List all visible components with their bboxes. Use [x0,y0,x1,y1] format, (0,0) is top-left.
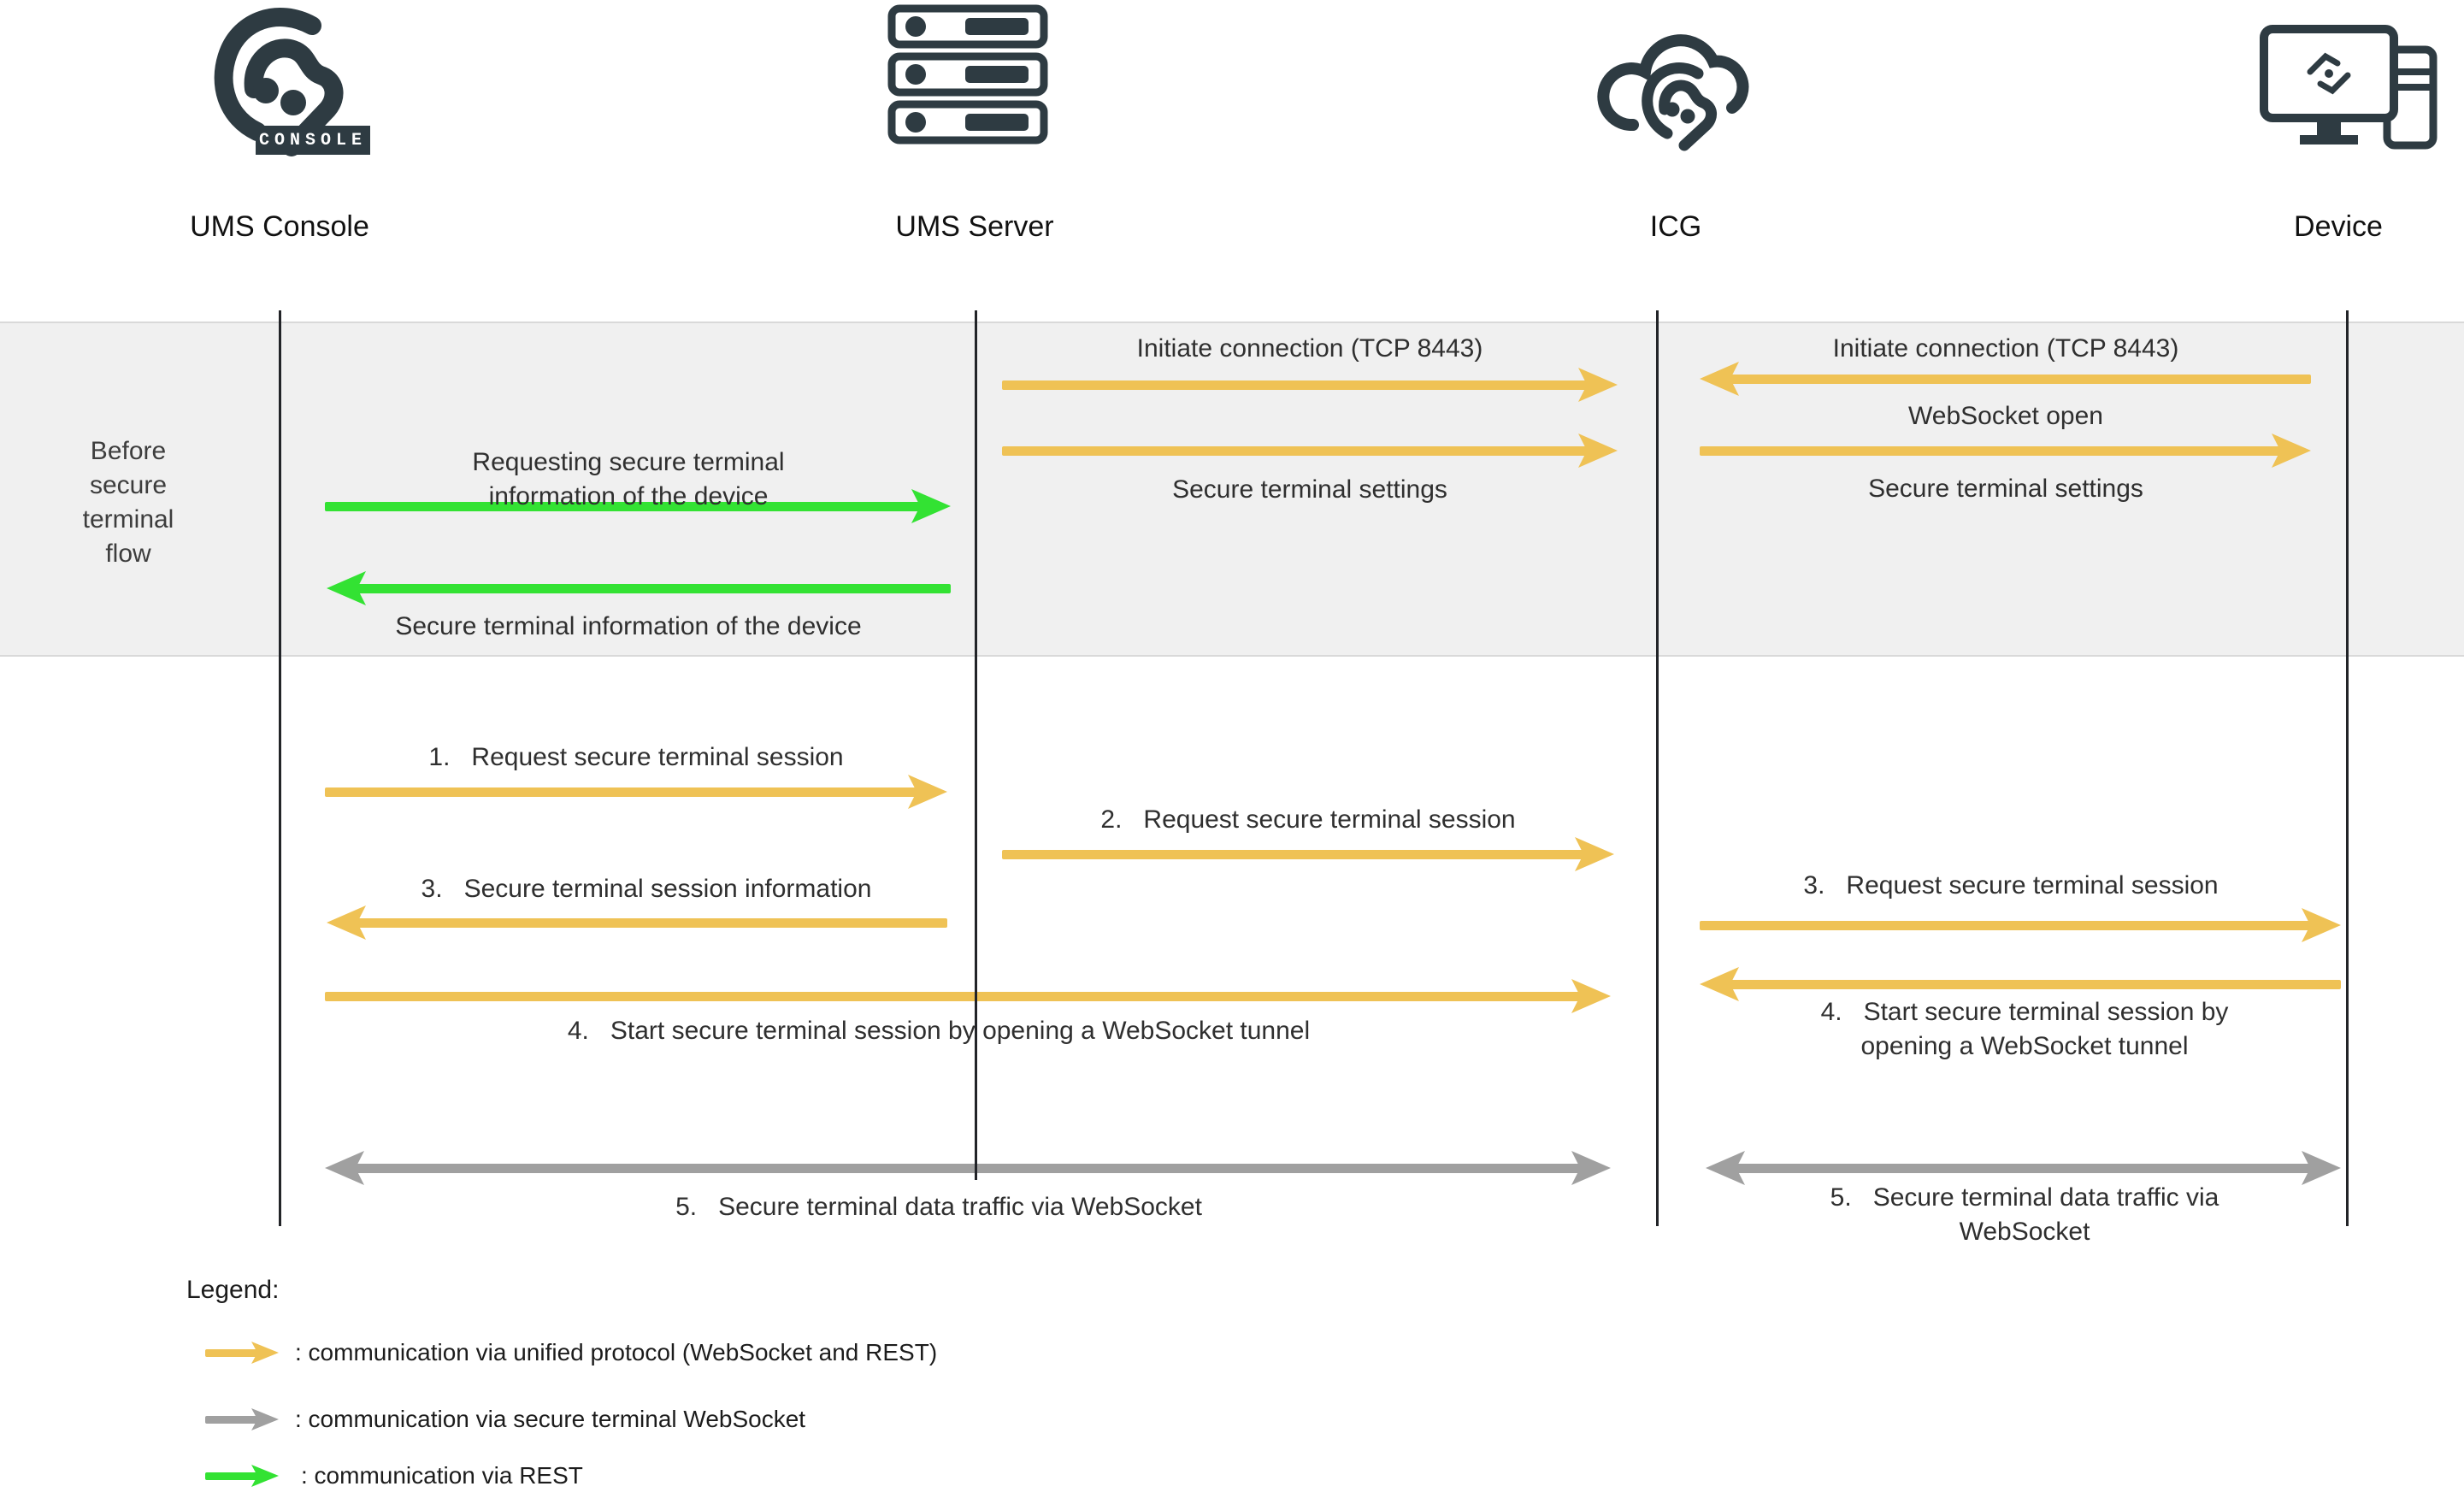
actor-label-icg: ICG [1649,210,1702,243]
legend-item-rest: : communication via REST [301,1462,583,1489]
legend-title: Legend: [186,1276,280,1304]
lifeline-ums-server [975,310,977,1180]
label-websocket-open: WebSocket open [1908,402,2103,430]
label-step5-data-traffic: 5. Secure terminal data traffic via WebS… [675,1193,1202,1221]
lifeline-icg [1656,310,1659,1226]
label-step2-request-session: 2. Request secure terminal session [1100,805,1516,834]
legend-item-secure-terminal-websocket: : communication via secure terminal WebS… [295,1406,806,1432]
lifeline-ums-console [279,310,281,1226]
label-step3-request-session-device: 3. Request secure terminal session [1803,871,2219,900]
legend-item-unified-protocol: : communication via unified protocol (We… [295,1339,938,1365]
actor-label-ums-console: UMS Console [190,210,369,243]
actor-label-ums-server: UMS Server [895,210,1054,243]
lifeline-device [2346,310,2349,1226]
phase-band-label: Before secure terminal flow [82,437,174,568]
label-initiate-connection-server-icg: Initiate connection (TCP 8443) [1136,334,1483,363]
device-monitor-icon [2260,25,2437,150]
label-step4-start-session: 4. Start secure terminal session by open… [567,1017,1311,1045]
actor-label-device: Device [2294,210,2383,243]
label-step5-data-traffic-device: 5. Secure terminal data traffic via WebS… [1830,1183,2219,1246]
label-step3-session-information: 3. Secure terminal session information [421,875,872,903]
label-step4-start-session-device: 4. Start secure terminal session by open… [1820,998,2229,1060]
console-badge: CONSOLE [256,126,370,155]
icg-cloud-icon [1597,34,1749,151]
label-secure-terminal-settings-icg-device: Secure terminal settings [1868,475,2143,503]
label-initiate-connection-device-icg: Initiate connection (TCP 8443) [1832,334,2179,363]
label-requesting-secure-terminal-info: Requesting secure terminal information o… [472,448,785,510]
ums-console-igel-logo-icon [214,8,344,156]
server-rack-icon [887,4,1048,145]
label-secure-terminal-settings-server-icg: Secure terminal settings [1172,475,1447,504]
label-secure-terminal-info-of-device: Secure terminal information of the devic… [395,612,862,640]
label-step1-request-session: 1. Request secure terminal session [428,743,844,771]
